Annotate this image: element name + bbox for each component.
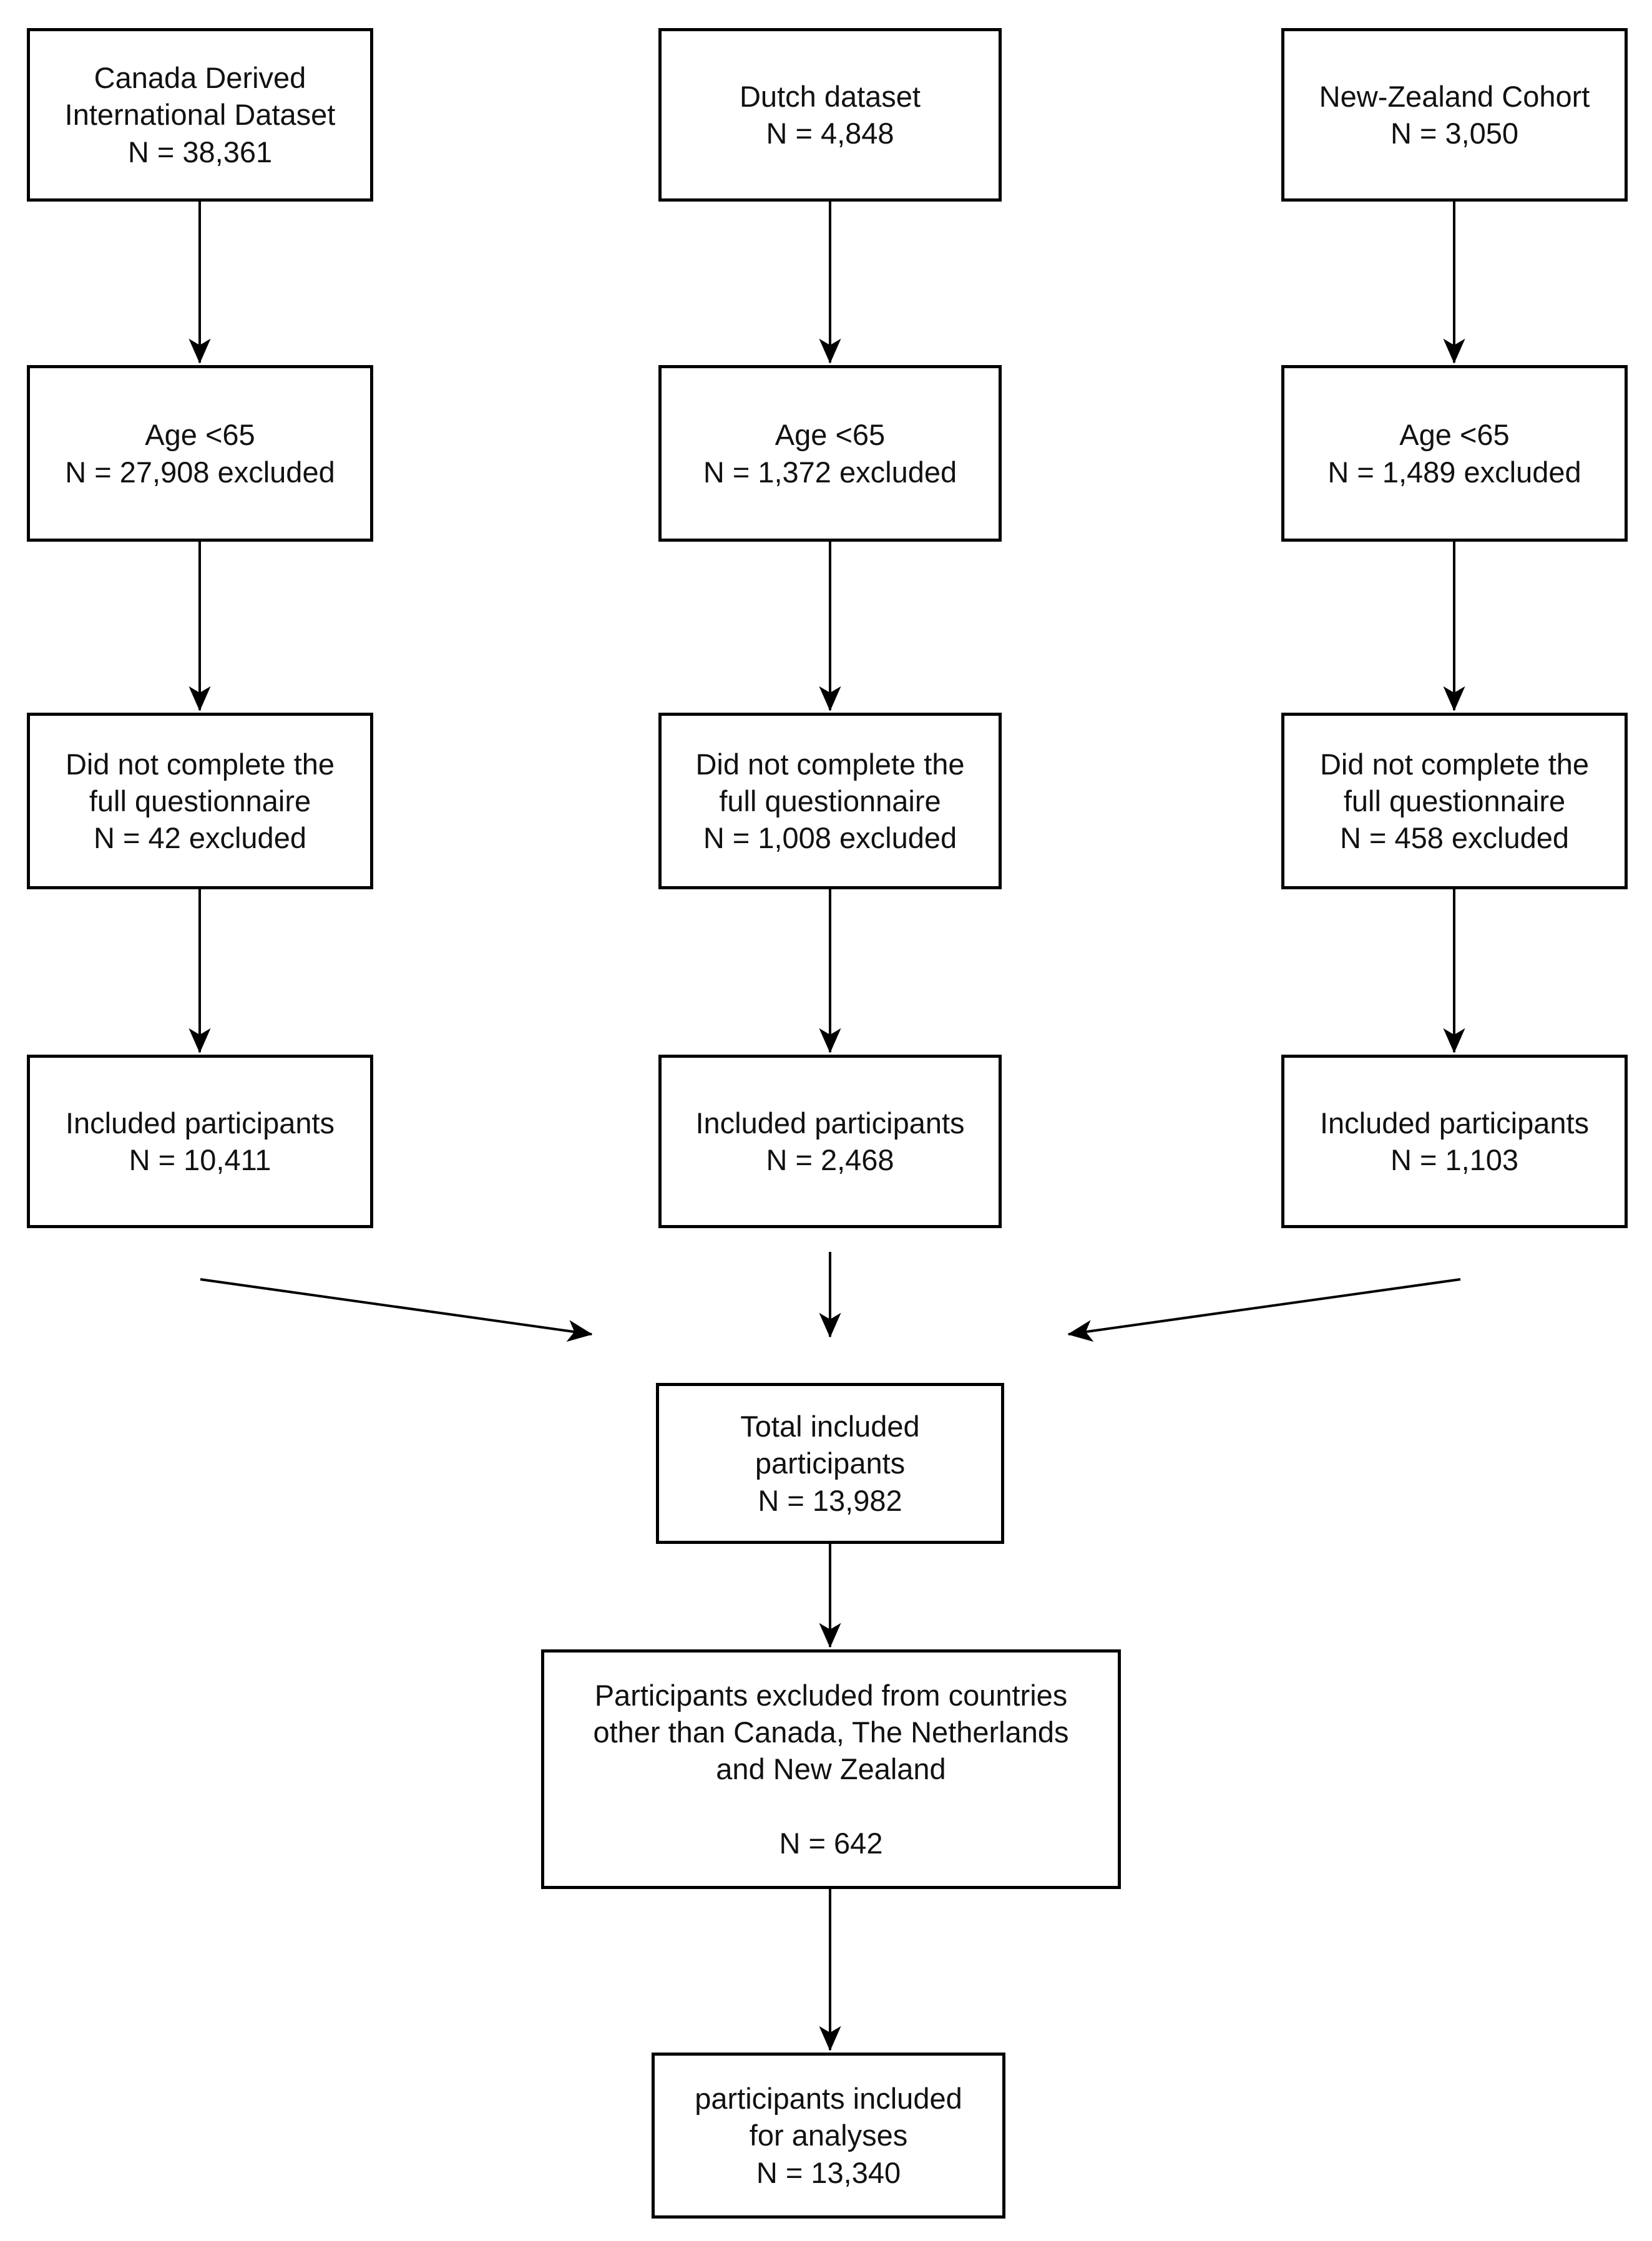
box-text-line: N = 42 excluded [94, 821, 306, 855]
box-text-line: Included participants [65, 1106, 335, 1140]
box-text-line: N = 27,908 excluded [65, 455, 335, 489]
box-text-line: and New Zealand [716, 1752, 946, 1786]
box-text-line: Total included [740, 1410, 920, 1443]
box-text-line: N = 1,008 excluded [703, 821, 957, 855]
box-text-line: Age <65 [775, 418, 886, 452]
box-text-line: full questionnaire [1343, 784, 1566, 818]
box-text-line: N = 642 [779, 1826, 883, 1860]
box-nz-cohort: New-Zealand Cohort N = 3,050 [1281, 28, 1628, 202]
box-text-line: Age <65 [145, 418, 255, 452]
box-country-exclusion: Participants excluded from countries othe… [541, 1649, 1121, 1889]
box-text-line: Dutch dataset [739, 79, 921, 113]
box-text-line: New-Zealand Cohort [1319, 79, 1590, 113]
box-text-line: N = 1,489 excluded [1327, 455, 1581, 489]
arrow-converge-right [1067, 1278, 1461, 1342]
box-text-line: N = 10,411 [129, 1143, 271, 1176]
box-text-line: N = 4,848 [766, 117, 894, 150]
box-text-line: for analyses [749, 2119, 908, 2152]
box-text-line: Included participants [695, 1106, 965, 1140]
box-text-line: N = 13,340 [756, 2156, 901, 2189]
box-text-line: participants [755, 1447, 906, 1480]
box-text-line: full questionnaire [89, 784, 311, 818]
box-text-line: International Dataset [64, 98, 336, 132]
box-text-line: N = 3,050 [1390, 117, 1519, 150]
box-text-line: full questionnaire [719, 784, 941, 818]
box-text-line: N = 2,468 [766, 1143, 894, 1176]
box-text-line: Did not complete the [65, 747, 335, 781]
box-text-line: other than Canada, The Netherlands [593, 1716, 1069, 1749]
box-text-line: N = 1,372 excluded [703, 455, 957, 489]
box-text-line: Canada Derived [94, 61, 306, 95]
box-text-line: Included participants [1319, 1106, 1590, 1140]
box-text-line: Did not complete the [1319, 747, 1590, 781]
box-text-line: participants included [695, 2082, 962, 2116]
box-text-line: N = 1,103 [1390, 1143, 1519, 1176]
box-text-line: Participants excluded from countries [594, 1678, 1068, 1712]
box-text-line: N = 458 excluded [1339, 821, 1570, 855]
box-text-line: Did not complete the [695, 747, 965, 781]
arrow-converge-left [200, 1278, 593, 1342]
box-text-line: N = 38,361 [127, 135, 273, 168]
box-dutch-dataset: Dutch dataset N = 4,848 [658, 28, 1002, 202]
box-text-line: Age <65 [1399, 418, 1510, 452]
box-text-line: N = 13,982 [758, 1483, 902, 1517]
